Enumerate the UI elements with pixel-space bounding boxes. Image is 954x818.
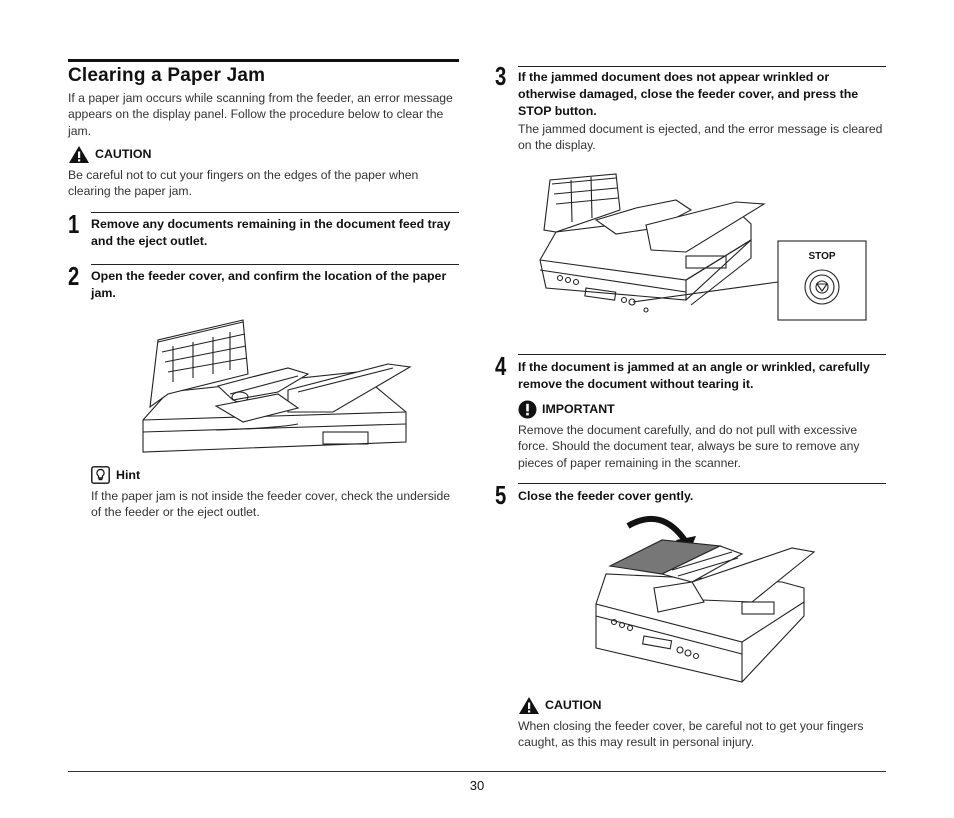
step-2-text: Open the feeder cover, and confirm the l…	[91, 269, 447, 300]
hint-text: If the paper jam is not inside the feede…	[91, 489, 451, 520]
step-4-rule	[518, 354, 886, 355]
caution-heading: CAUTION	[68, 144, 151, 164]
step-2-number: 2	[68, 261, 80, 291]
important-text: Remove the document carefully, and do no…	[518, 423, 860, 470]
hint-heading: Hint	[91, 466, 140, 484]
step-3-rule	[518, 66, 886, 67]
scanner-close-cover-illustration	[595, 515, 816, 683]
warning-icon	[69, 145, 89, 163]
step-3-text: If the jammed document does not appear w…	[518, 70, 859, 118]
hint-icon	[91, 466, 110, 484]
scanner-open-cover-illustration	[142, 319, 412, 453]
caution-text-2: When closing the feeder cover, be carefu…	[518, 719, 864, 750]
important-label: IMPORTANT	[542, 402, 615, 416]
step-1-number: 1	[68, 209, 80, 239]
step-2-rule	[91, 264, 459, 265]
footer-rule	[68, 771, 886, 772]
step-3-detail: The jammed document is ejected, and the …	[518, 122, 883, 153]
caution-label: CAUTION	[95, 147, 152, 161]
step-3-number: 3	[495, 61, 507, 91]
step-5-text: Close the feeder cover gently.	[518, 489, 694, 503]
scanner-stop-illustration	[539, 173, 867, 321]
warning-icon	[519, 696, 539, 714]
step-1-text: Remove any documents remaining in the do…	[91, 217, 451, 248]
page-number: 30	[469, 778, 485, 793]
step-5-rule	[518, 483, 886, 484]
caution-label-2: CAUTION	[545, 698, 602, 712]
page-title: Clearing a Paper Jam	[68, 65, 266, 86]
step-4-text: If the document is jammed at an angle or…	[518, 360, 870, 391]
title-rule	[68, 59, 459, 62]
exclamation-icon	[518, 400, 537, 418]
intro-text: If a paper jam occurs while scanning fro…	[68, 91, 453, 138]
caution-heading-2: CAUTION	[518, 695, 601, 715]
step-1-rule	[91, 212, 459, 213]
stop-label: STOP	[808, 251, 836, 262]
hint-label: Hint	[116, 468, 141, 482]
important-heading: IMPORTANT	[518, 399, 615, 419]
step-5-number: 5	[495, 480, 507, 510]
step-4-number: 4	[495, 351, 507, 381]
caution-text: Be careful not to cut your fingers on th…	[68, 168, 419, 199]
